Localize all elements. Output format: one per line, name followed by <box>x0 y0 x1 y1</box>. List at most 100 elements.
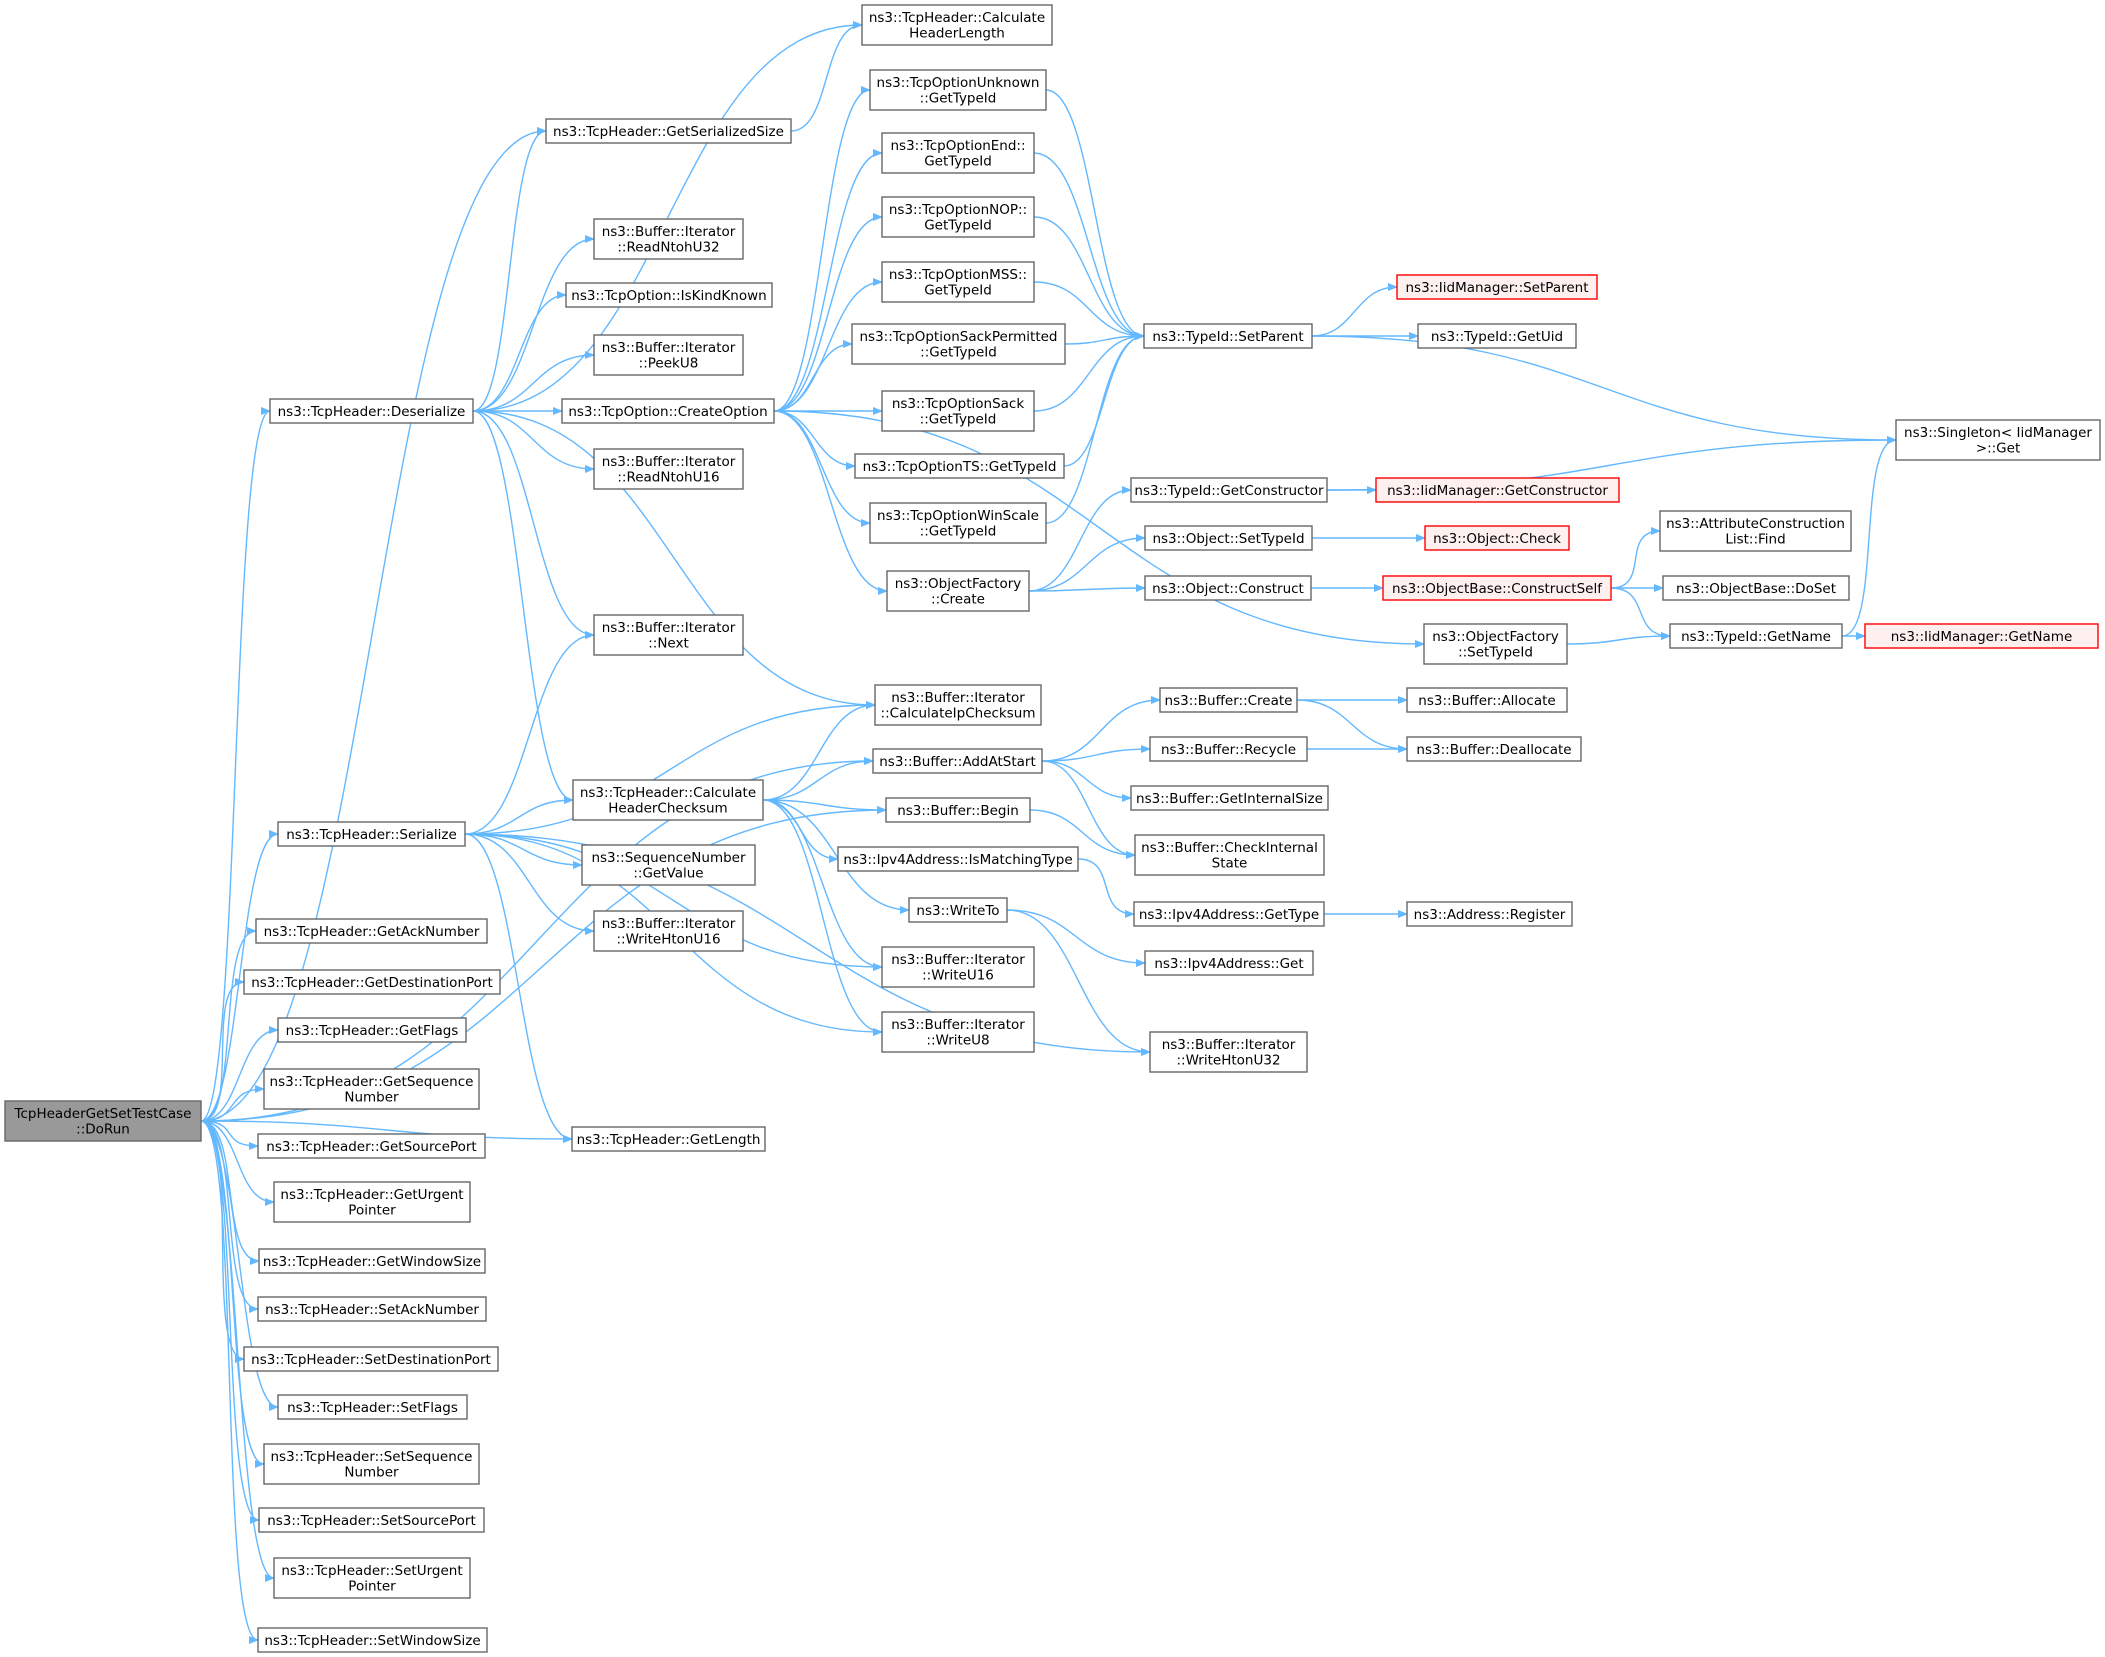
node-box[interactable] <box>885 797 1031 823</box>
node-box[interactable] <box>869 502 1047 544</box>
node-box[interactable] <box>1669 623 1843 649</box>
node-box[interactable] <box>1659 510 1852 552</box>
node-next[interactable]: ns3::Buffer::Iterator::Next <box>593 614 744 656</box>
node-getdestport[interactable]: ns3::TcpHeader::GetDestinationPort <box>243 969 501 995</box>
node-box[interactable] <box>881 261 1035 303</box>
node-box[interactable] <box>869 69 1047 111</box>
node-box[interactable] <box>1149 1031 1308 1073</box>
node-deserialize[interactable]: ns3::TcpHeader::Deserialize <box>269 398 474 424</box>
node-box[interactable] <box>263 1443 480 1485</box>
node-getconstructor[interactable]: ns3::TypeId::GetConstructor <box>1130 477 1328 503</box>
node-box[interactable] <box>593 910 744 952</box>
node-box[interactable] <box>1406 736 1582 762</box>
node-typeidgetname[interactable]: ns3::TypeId::GetName <box>1669 623 1843 649</box>
node-box[interactable] <box>1406 687 1568 713</box>
node-box[interactable] <box>881 132 1035 174</box>
node-box[interactable] <box>1895 419 2101 461</box>
node-box[interactable] <box>881 946 1035 988</box>
node-iidgetconstructor[interactable]: ns3::IidManager::GetConstructor <box>1375 477 1620 503</box>
node-bufcreate[interactable]: ns3::Buffer::Create <box>1159 687 1298 713</box>
node-box[interactable] <box>851 323 1066 365</box>
node-writeu8[interactable]: ns3::Buffer::Iterator::WriteU8 <box>881 1011 1035 1053</box>
node-box[interactable] <box>1149 736 1308 762</box>
node-bufallocate[interactable]: ns3::Buffer::Allocate <box>1406 687 1568 713</box>
node-optwinscale[interactable]: ns3::TcpOptionWinScale::GetTypeId <box>869 502 1047 544</box>
node-addatstart[interactable]: ns3::Buffer::AddAtStart <box>872 748 1043 774</box>
node-iidsetparent[interactable]: ns3::IidManager::SetParent <box>1396 274 1598 300</box>
node-getflags[interactable]: ns3::TcpHeader::GetFlags <box>277 1017 467 1043</box>
node-box[interactable] <box>565 282 773 308</box>
node-setwindow[interactable]: ns3::TcpHeader::SetWindowSize <box>257 1627 488 1653</box>
node-box[interactable] <box>1396 274 1598 300</box>
node-box[interactable] <box>1143 323 1313 349</box>
node-box[interactable] <box>886 570 1030 612</box>
node-getwindow[interactable]: ns3::TcpHeader::GetWindowSize <box>258 1248 486 1274</box>
node-optts[interactable]: ns3::TcpOptionTS::GetTypeId <box>854 453 1065 479</box>
node-optsackperm[interactable]: ns3::TcpOptionSackPermitted::GetTypeId <box>851 323 1066 365</box>
node-serialize[interactable]: ns3::TcpHeader::Serialize <box>277 821 466 847</box>
node-getacknumber[interactable]: ns3::TcpHeader::GetAckNumber <box>255 918 488 944</box>
node-box[interactable] <box>1424 525 1570 551</box>
node-begin[interactable]: ns3::Buffer::Begin <box>885 797 1031 823</box>
node-box[interactable] <box>561 398 775 424</box>
node-objfactorycreate[interactable]: ns3::ObjectFactory::Create <box>886 570 1030 612</box>
node-box[interactable] <box>1130 477 1328 503</box>
node-box[interactable] <box>874 684 1042 726</box>
node-setdestport[interactable]: ns3::TcpHeader::SetDestinationPort <box>243 1346 499 1372</box>
node-optmss[interactable]: ns3::TcpOptionMSS::GetTypeId <box>881 261 1035 303</box>
node-box[interactable] <box>1662 575 1850 601</box>
node-iidgetname[interactable]: ns3::IidManager::GetName <box>1864 623 2099 649</box>
node-box[interactable] <box>593 218 744 260</box>
node-box[interactable] <box>1417 323 1577 349</box>
node-readntohu16[interactable]: ns3::Buffer::Iterator::ReadNtohU16 <box>593 448 744 490</box>
node-box[interactable] <box>277 1394 468 1420</box>
node-box[interactable] <box>1382 575 1612 601</box>
node-box[interactable] <box>593 448 744 490</box>
node-ipv4get[interactable]: ns3::Ipv4Address::Get <box>1144 950 1314 976</box>
node-getinternalsize[interactable]: ns3::Buffer::GetInternalSize <box>1130 785 1329 811</box>
node-objfactorysettypeid[interactable]: ns3::ObjectFactory::SetTypeId <box>1423 623 1568 665</box>
node-box[interactable] <box>269 398 474 424</box>
node-setflags[interactable]: ns3::TcpHeader::SetFlags <box>277 1394 468 1420</box>
node-box[interactable] <box>571 1126 766 1152</box>
node-writeu16[interactable]: ns3::Buffer::Iterator::WriteU16 <box>881 946 1035 988</box>
node-box[interactable] <box>1159 687 1298 713</box>
node-box[interactable] <box>545 118 792 144</box>
node-box[interactable] <box>243 1346 499 1372</box>
node-box[interactable] <box>1423 623 1568 665</box>
node-writehtonu32[interactable]: ns3::Buffer::Iterator::WriteHtonU32 <box>1149 1031 1308 1073</box>
node-box[interactable] <box>872 748 1043 774</box>
node-optnop[interactable]: ns3::TcpOptionNOP::GetTypeId <box>881 196 1035 238</box>
node-peeku8[interactable]: ns3::Buffer::Iterator::PeekU8 <box>593 334 744 376</box>
node-box[interactable] <box>881 390 1035 432</box>
node-box[interactable] <box>273 1181 471 1223</box>
node-seqgetvalue[interactable]: ns3::SequenceNumber::GetValue <box>581 844 756 886</box>
node-writehtonu16[interactable]: ns3::Buffer::Iterator::WriteHtonU16 <box>593 910 744 952</box>
node-box[interactable] <box>263 1068 480 1110</box>
node-box[interactable] <box>1130 785 1329 811</box>
node-setacknumber[interactable]: ns3::TcpHeader::SetAckNumber <box>257 1296 487 1322</box>
node-iskindknown[interactable]: ns3::TcpOption::IsKindKnown <box>565 282 773 308</box>
node-box[interactable] <box>4 1100 202 1142</box>
node-objsettypeid[interactable]: ns3::Object::SetTypeId <box>1144 525 1313 551</box>
node-box[interactable] <box>837 846 1079 872</box>
node-box[interactable] <box>854 453 1065 479</box>
node-getserializedsize[interactable]: ns3::TcpHeader::GetSerializedSize <box>545 118 792 144</box>
node-setparent[interactable]: ns3::TypeId::SetParent <box>1143 323 1313 349</box>
node-ismatchingtype[interactable]: ns3::Ipv4Address::IsMatchingType <box>837 846 1079 872</box>
node-setsrcport[interactable]: ns3::TcpHeader::SetSourcePort <box>258 1507 485 1533</box>
node-box[interactable] <box>1406 901 1573 927</box>
node-readntohu32[interactable]: ns3::Buffer::Iterator::ReadNtohU32 <box>593 218 744 260</box>
node-box[interactable] <box>277 1017 467 1043</box>
node-getsrcport[interactable]: ns3::TcpHeader::GetSourcePort <box>257 1133 486 1159</box>
node-box[interactable] <box>1375 477 1620 503</box>
node-writeto[interactable]: ns3::WriteTo <box>908 897 1008 923</box>
node-ipv4gettype[interactable]: ns3::Ipv4Address::GetType <box>1133 901 1325 927</box>
node-box[interactable] <box>881 196 1035 238</box>
